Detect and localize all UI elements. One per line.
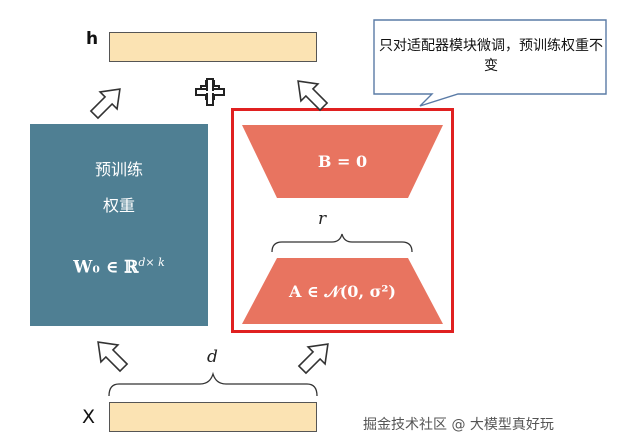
pretrained-formula: W₀ ∈ ℝd× k [30, 256, 208, 278]
callout-text: 只对适配器模块微调，预训练权重不变 [379, 38, 603, 74]
arrow-input-to-pretrained-icon [97, 341, 129, 373]
plus-icon [195, 78, 225, 106]
arrow-input-to-adapter-icon [297, 343, 329, 375]
r-brace [271, 233, 413, 253]
input-bar [109, 402, 317, 432]
arrow-pretrained-to-output-icon [89, 88, 121, 120]
d-brace [108, 371, 318, 397]
adapter-highlight-frame [231, 108, 454, 333]
pretrained-title-line2: 权重 [102, 196, 135, 215]
dim-label: d [207, 347, 218, 367]
adapter-a-label: A ∈ 𝒩(0, σ²) [289, 282, 396, 301]
output-bar [109, 32, 317, 62]
pretrained-formula-sup: d× k [138, 256, 165, 269]
arrow-adapter-to-output-icon [297, 80, 329, 112]
pretrained-weights-box: 预训练 权重 W₀ ∈ ℝd× k [30, 124, 208, 326]
output-label: h [86, 29, 99, 49]
adapter-a-trapezoid [242, 258, 443, 324]
rank-label: r [318, 209, 327, 229]
watermark: 掘金技术社区 @ 大模型真好玩 [363, 417, 554, 433]
adapter-b-trapezoid [242, 125, 443, 198]
pretrained-title-line1: 预训练 [94, 160, 143, 179]
callout-bubble [373, 19, 607, 107]
adapter-b-label: B = 0 [317, 152, 368, 171]
pretrained-formula-main: W₀ ∈ ℝ [73, 257, 139, 278]
input-label: X [82, 406, 96, 428]
